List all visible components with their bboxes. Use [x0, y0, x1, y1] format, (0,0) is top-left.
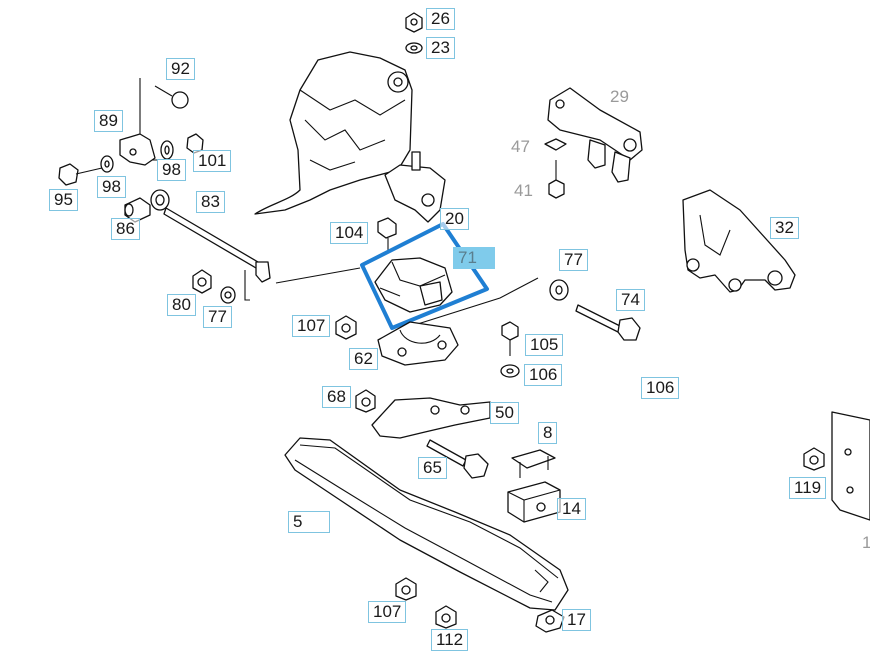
callout-95[interactable]: 95	[49, 189, 78, 211]
callout-71[interactable]: 71	[453, 247, 495, 269]
bolt-95	[58, 163, 103, 186]
callout-41[interactable]: 41	[514, 181, 533, 200]
callout-107-lower[interactable]: 107	[368, 601, 407, 623]
callout-101[interactable]: 101	[193, 150, 232, 172]
washer-77b	[220, 286, 236, 304]
callout-47[interactable]: 47	[511, 137, 530, 156]
callout-23[interactable]: 23	[426, 37, 455, 59]
callout-29[interactable]: 29	[610, 87, 629, 106]
callout-62[interactable]: 62	[349, 348, 378, 370]
callout-5[interactable]: 5	[288, 511, 330, 533]
bolt-92	[154, 85, 189, 109]
crossmember-5	[284, 437, 569, 611]
callout-89[interactable]: 89	[94, 110, 123, 132]
callout-80[interactable]: 80	[167, 294, 196, 316]
plate-8	[511, 449, 556, 478]
callout-112[interactable]: 112	[431, 629, 469, 651]
callout-68[interactable]: 68	[322, 386, 351, 408]
nut-112	[435, 605, 457, 629]
washer-106	[500, 364, 520, 378]
nut-17	[535, 609, 565, 633]
callout-92[interactable]: 92	[166, 58, 195, 80]
washer-98	[160, 140, 174, 160]
callout-105[interactable]: 105	[525, 334, 564, 356]
bushing-86	[124, 197, 151, 223]
bracket-29	[547, 87, 643, 183]
bracket-32	[682, 189, 796, 293]
callout-8[interactable]: 8	[538, 422, 558, 444]
callout-86[interactable]: 86	[111, 218, 140, 240]
callout-119[interactable]: 119	[789, 477, 827, 499]
callout-106-center[interactable]: 106	[524, 364, 563, 386]
callout-77-right[interactable]: 77	[559, 249, 588, 271]
callout-104[interactable]: 104	[330, 222, 369, 244]
callout-20[interactable]: 20	[440, 208, 469, 230]
callout-74[interactable]: 74	[616, 289, 645, 311]
nut-80	[192, 269, 212, 294]
bolt-74	[575, 304, 641, 341]
callout-1-cut[interactable]: 1	[862, 533, 870, 552]
engine-mount-71	[374, 257, 453, 313]
callout-77-left[interactable]: 77	[203, 306, 232, 328]
nut-107a	[335, 315, 357, 340]
mount-base-62	[377, 321, 459, 366]
right-frame-part	[831, 411, 870, 521]
callout-32[interactable]: 32	[770, 217, 799, 239]
bracket-89	[119, 133, 156, 166]
washer-98b	[100, 155, 114, 173]
selection-highlight	[360, 222, 489, 330]
washer-23	[405, 42, 423, 54]
callout-50[interactable]: 50	[490, 402, 519, 424]
bolt-104	[377, 217, 397, 252]
callout-98-upper[interactable]: 98	[157, 159, 186, 181]
nut-68	[355, 389, 376, 413]
callout-17[interactable]: 17	[562, 609, 591, 631]
callout-98-lower[interactable]: 98	[97, 176, 126, 198]
transmission-housing	[254, 51, 446, 223]
callout-106-right[interactable]: 106	[641, 377, 680, 399]
bolt-105	[501, 321, 519, 356]
rod-83	[150, 189, 271, 283]
bolt-41	[548, 160, 565, 199]
block-14	[507, 481, 561, 523]
nut-26	[405, 12, 423, 33]
nut-119	[803, 447, 825, 471]
callout-65[interactable]: 65	[418, 457, 447, 479]
callout-14[interactable]: 14	[557, 498, 586, 520]
callout-107-upper[interactable]: 107	[292, 315, 331, 337]
callout-83[interactable]: 83	[196, 191, 225, 213]
callout-26[interactable]: 26	[426, 8, 455, 30]
nut-107b	[395, 577, 417, 601]
washer-77a	[549, 279, 569, 301]
bracket-50	[371, 397, 491, 439]
bolt-65	[426, 439, 489, 479]
washer-47	[544, 138, 567, 151]
